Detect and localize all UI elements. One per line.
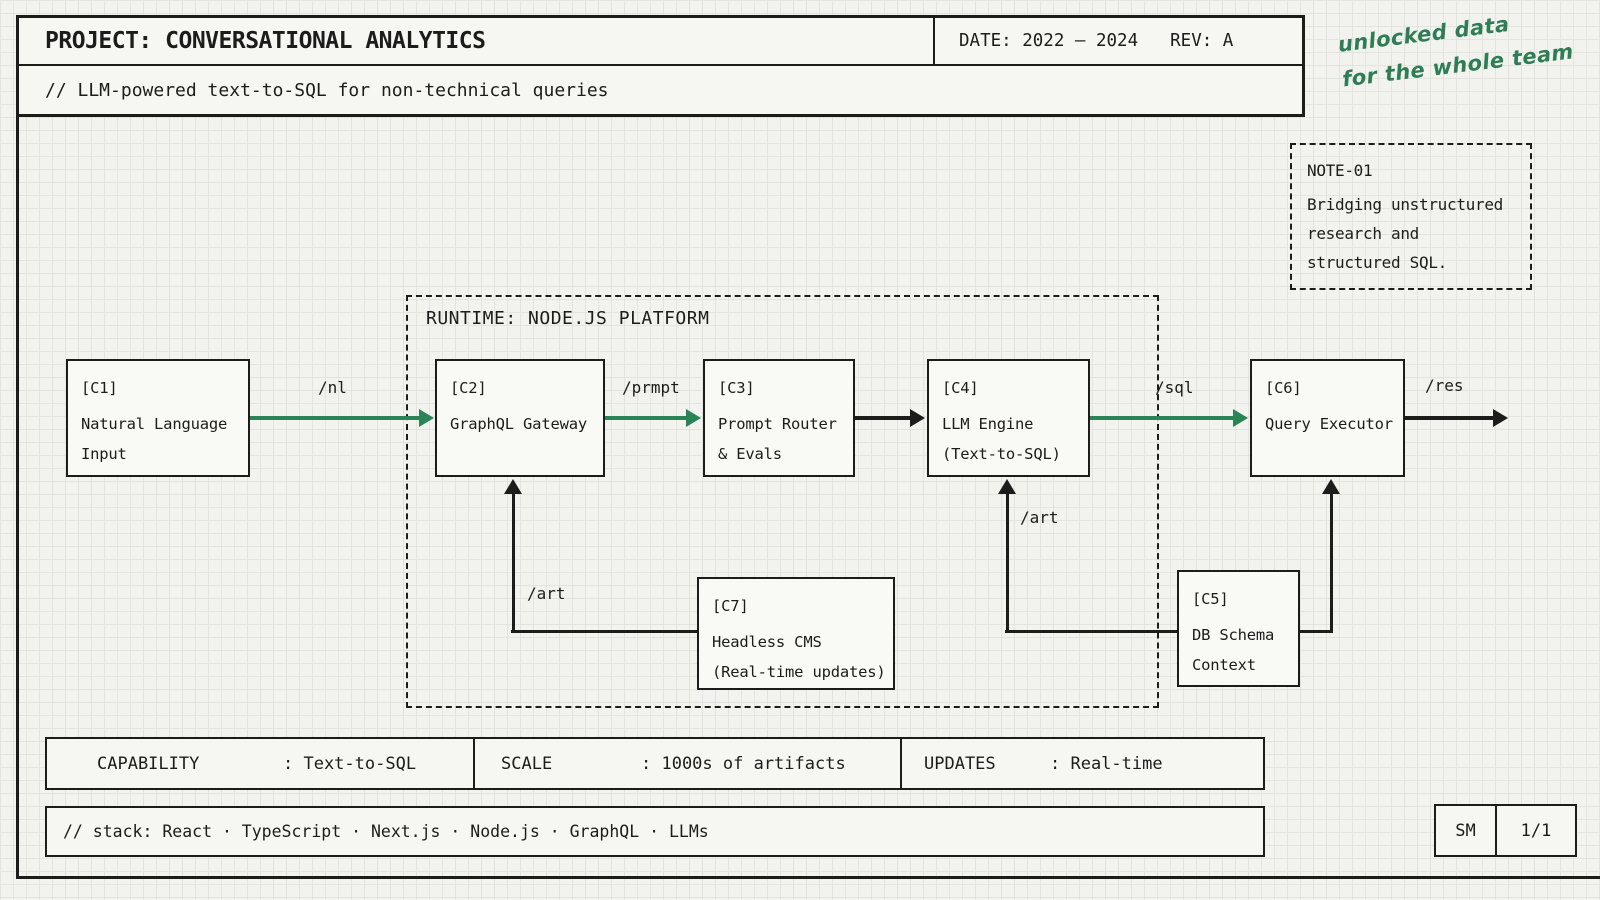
date-label: DATE: 2022 — 2024: [959, 31, 1139, 51]
arrowhead-right-icon: [686, 409, 701, 427]
connector-c5-c6: [1300, 630, 1332, 633]
flow-label-art-cms: /art: [527, 584, 566, 603]
spec-label: UPDATES: [924, 753, 996, 774]
stack-bar: // stack: React · TypeScript · Next.js ·…: [45, 806, 1265, 857]
component-name-c7-line1: Headless CMS: [712, 633, 822, 651]
note-line-1: Bridging unstructured: [1307, 195, 1503, 214]
component-name-c7-line2: (Real-time updates): [712, 663, 886, 681]
spec-value: : Text-to-SQL: [283, 753, 417, 774]
component-id-c1: [C1]: [81, 379, 118, 397]
runtime-region: RUNTIME: NODE.JS PLATFORM: [406, 295, 1159, 708]
component-id-c6: [C6]: [1265, 379, 1302, 397]
author-initials: SM: [1455, 820, 1476, 841]
spec-cell-capability: CAPABILITY : Text-to-SQL: [47, 739, 473, 788]
arrowhead-up-icon: [504, 479, 522, 494]
page-number: 1/1: [1495, 806, 1575, 855]
component-name-c3-line1: Prompt Router: [718, 415, 837, 433]
note-line-2: research and: [1307, 224, 1419, 243]
page-border-bottom: [16, 876, 1600, 879]
component-id-c5: [C5]: [1192, 590, 1229, 608]
stack-text: // stack: React · TypeScript · Next.js ·…: [63, 822, 709, 841]
flow-label-art-schema: /art: [1020, 508, 1059, 527]
note-id: NOTE-01: [1307, 161, 1373, 180]
arrowhead-right-icon: [419, 409, 434, 427]
date-cell: DATE: 2022 — 2024 REV: A: [933, 18, 1302, 64]
flow-arrow-art-schema: [1005, 492, 1009, 633]
component-name-c1-line2: Input: [81, 445, 127, 463]
arrowhead-up-icon: [1322, 479, 1340, 494]
arrowhead-up-icon: [998, 479, 1016, 494]
component-box-c2: [C2] GraphQL Gateway: [435, 359, 605, 477]
note-box: NOTE-01 Bridging unstructured research a…: [1290, 143, 1532, 290]
title-block: PROJECT: CONVERSATIONAL ANALYTICS DATE: …: [16, 15, 1305, 117]
arrowhead-right-icon: [910, 409, 925, 427]
component-id-c4: [C4]: [942, 379, 979, 397]
flow-label-prmpt: /prmpt: [622, 378, 680, 397]
flow-label-res: /res: [1425, 376, 1464, 395]
arrowhead-right-icon: [1493, 409, 1508, 427]
arrowhead-right-icon: [1233, 409, 1248, 427]
component-box-c4: [C4] LLM Engine (Text-to-SQL): [927, 359, 1090, 477]
component-box-c1: [C1] Natural Language Input: [66, 359, 250, 477]
project-subtitle: // LLM-powered text-to-SQL for non-techn…: [45, 79, 609, 101]
sheet-info-box: SM 1/1: [1434, 804, 1577, 857]
title-row: PROJECT: CONVERSATIONAL ANALYTICS DATE: …: [19, 18, 1302, 66]
spec-cell-updates: UPDATES : Real-time: [900, 739, 1263, 788]
spec-value: : 1000s of artifacts: [641, 753, 846, 774]
component-name-c6-line1: Query Executor: [1265, 415, 1393, 433]
note-line-3: structured SQL.: [1307, 253, 1447, 272]
spec-bar: CAPABILITY : Text-to-SQL SCALE : 1000s o…: [45, 737, 1265, 790]
component-name-c1-line1: Natural Language: [81, 415, 228, 433]
component-box-c5: [C5] DB Schema Context: [1177, 570, 1300, 687]
component-name-c2-line1: GraphQL Gateway: [450, 415, 587, 433]
flow-arrow-res: [1405, 416, 1496, 420]
component-name-c5-line1: DB Schema: [1192, 626, 1275, 644]
component-id-c2: [C2]: [450, 379, 487, 397]
runtime-label: RUNTIME: NODE.JS PLATFORM: [426, 308, 710, 329]
flow-label-nl: /nl: [318, 378, 347, 397]
component-id-c3: [C3]: [718, 379, 755, 397]
component-box-c3: [C3] Prompt Router & Evals: [703, 359, 855, 477]
spec-cell-scale: SCALE : 1000s of artifacts: [473, 739, 900, 788]
component-id-c7: [C7]: [712, 597, 749, 615]
flow-arrow-art-cms: [511, 492, 515, 633]
spec-label: CAPABILITY: [97, 753, 200, 774]
project-title: PROJECT: CONVERSATIONAL ANALYTICS: [45, 28, 486, 54]
component-box-c7: [C7] Headless CMS (Real-time updates): [697, 577, 895, 690]
connector-c5-c4: [1005, 630, 1177, 633]
component-box-c6: [C6] Query Executor: [1250, 359, 1405, 477]
flow-label-sql: /sql: [1155, 378, 1194, 397]
flow-arrow-c3-c4: [855, 416, 913, 420]
flow-arrow-prmpt: [605, 416, 689, 420]
rev-label: REV: A: [1170, 31, 1234, 51]
component-name-c4-line1: LLM Engine: [942, 415, 1034, 433]
component-name-c5-line2: Context: [1192, 656, 1256, 674]
component-name-c4-line2: (Text-to-SQL): [942, 445, 1061, 463]
connector-c7-c2: [511, 630, 697, 633]
flow-arrow-sql: [1090, 416, 1236, 420]
subtitle-row: // LLM-powered text-to-SQL for non-techn…: [19, 66, 1302, 114]
spec-value: : Real-time: [1050, 753, 1163, 774]
page-border-left: [16, 117, 19, 876]
spec-label: SCALE: [501, 753, 553, 774]
handwritten-annotation: unlocked data for the whole team: [1336, 0, 1576, 97]
flow-arrow-c5-c6: [1329, 492, 1333, 633]
flow-arrow-nl: [250, 416, 422, 420]
component-name-c3-line2: & Evals: [718, 445, 782, 463]
